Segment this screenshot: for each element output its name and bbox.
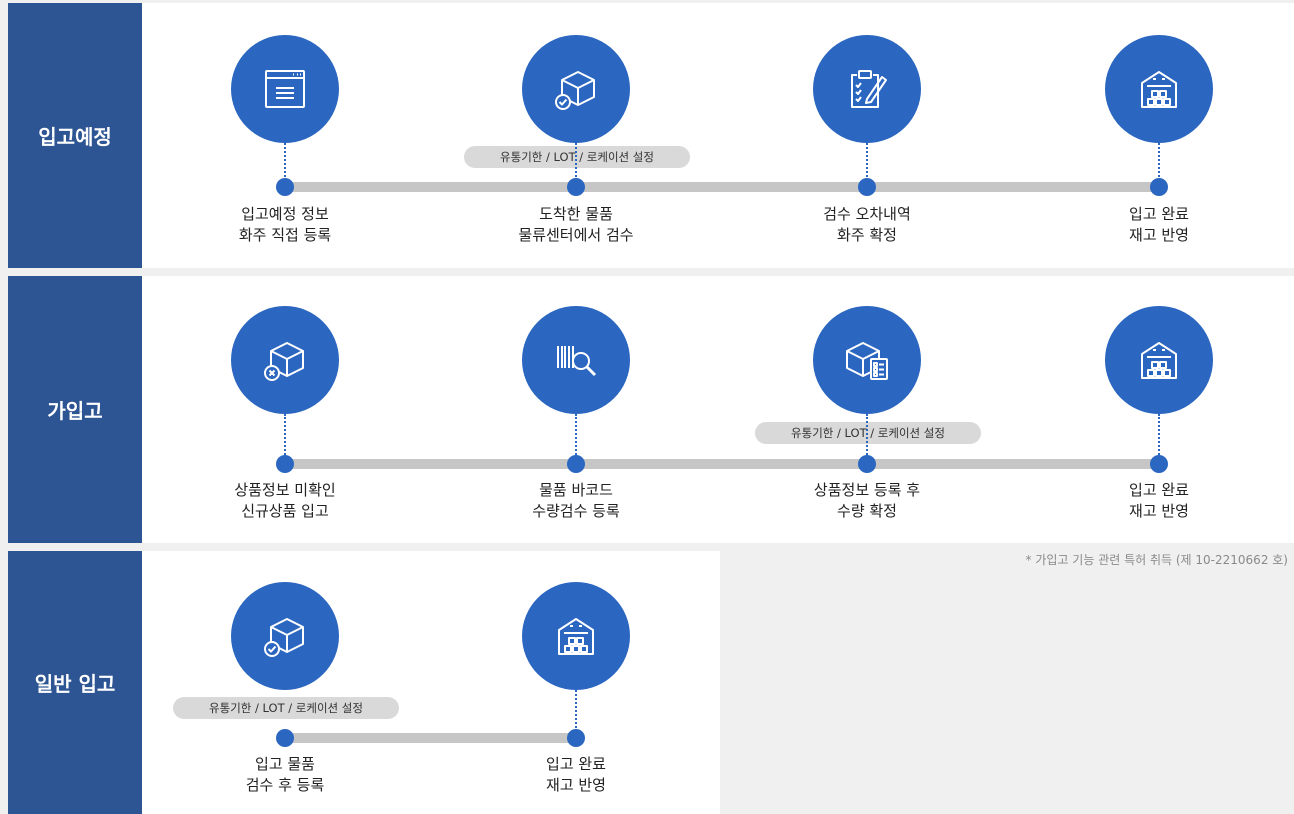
- step-circle: [231, 582, 339, 690]
- step-caption: 검수 오차내역 화주 확정: [823, 205, 911, 244]
- timeline-dot: [858, 178, 876, 196]
- connector-line: [1158, 414, 1160, 462]
- warehouse-icon: [558, 618, 594, 655]
- timeline-dot: [1150, 178, 1168, 196]
- step-caption: 물품 바코드 수량검수 등록: [532, 481, 620, 520]
- barcode-search-icon: [557, 346, 597, 377]
- connector-line: [575, 143, 577, 185]
- step-caption: 상품정보 미확인 신규상품 입고: [234, 481, 336, 520]
- timeline-dot: [858, 455, 876, 473]
- step-caption: 입고예정 정보 화주 직접 등록: [238, 205, 332, 244]
- timeline-dot: [276, 455, 294, 473]
- row-label: 일반 입고: [8, 551, 142, 814]
- step-caption: 입고 완료 재고 반영: [546, 755, 606, 794]
- connector-line: [866, 143, 868, 185]
- step-caption: 입고 물품 검수 후 등록: [245, 755, 325, 794]
- connector-line: [866, 414, 868, 462]
- setting-pill: 유통기한 / LOT / 로케이션 설정: [755, 422, 981, 444]
- document-window-icon: [265, 70, 305, 108]
- box-check-icon: [555, 71, 595, 110]
- connector-line: [284, 143, 286, 185]
- step-circle: [231, 306, 339, 414]
- step-circle: [522, 35, 630, 143]
- timeline-track: [285, 733, 576, 743]
- timeline-dot: [567, 455, 585, 473]
- connector-line: [284, 414, 286, 462]
- connector-line: [575, 414, 577, 462]
- box-checklist-icon: [846, 342, 888, 380]
- flow-panel: [142, 551, 720, 814]
- setting-pill: 유통기한 / LOT / 로케이션 설정: [464, 146, 690, 168]
- timeline-track: [285, 459, 1159, 469]
- clipboard-pen-icon: [851, 70, 887, 108]
- step-circle: [813, 35, 921, 143]
- step-circle: [1105, 35, 1213, 143]
- timeline-dot: [276, 729, 294, 747]
- warehouse-icon: [1141, 342, 1177, 379]
- box-x-icon: [264, 342, 304, 381]
- flow-panel: [142, 3, 1294, 268]
- patent-footnote: * 가입고 기능 관련 특허 취득 (제 10-2210662 호): [1025, 553, 1288, 567]
- row-normal-receipt: 일반 입고 유통기한 / LOT / 로케이션 설정 입고 물품 검수 후 등록: [0, 551, 1294, 814]
- step-caption: 입고 완료 재고 반영: [1129, 205, 1189, 244]
- flow-panel: [142, 276, 1294, 543]
- timeline-dot: [567, 729, 585, 747]
- row-label: 가입고: [8, 276, 142, 543]
- box-check-icon: [264, 618, 304, 657]
- timeline-dot: [276, 178, 294, 196]
- connector-line: [1158, 143, 1160, 185]
- step-circle: [1105, 306, 1213, 414]
- step-caption: 도착한 물품 물류센터에서 검수: [518, 205, 634, 244]
- row-provisional-receipt: 가입고 유통기한 / LOT / 로케이션 설정 상품정보 미확인 신규상품 입…: [0, 276, 1294, 543]
- setting-pill: 유통기한 / LOT / 로케이션 설정: [173, 697, 399, 719]
- step-circle: [813, 306, 921, 414]
- step-circle: [231, 35, 339, 143]
- step-caption: 상품정보 등록 후 수량 확정: [813, 481, 921, 520]
- step-circle: [522, 306, 630, 414]
- warehouse-icon: [1141, 71, 1177, 108]
- step-caption: 입고 완료 재고 반영: [1129, 481, 1189, 520]
- row-expected-receipt: 입고예정 유통기한 / LOT / 로케이션 설정 입고예정 정보 화주 직접 …: [0, 3, 1294, 268]
- step-circle: [522, 582, 630, 690]
- timeline-dot: [567, 178, 585, 196]
- timeline-dot: [1150, 455, 1168, 473]
- connector-line: [575, 690, 577, 736]
- row-label: 입고예정: [8, 3, 142, 268]
- timeline-track: [285, 182, 1159, 192]
